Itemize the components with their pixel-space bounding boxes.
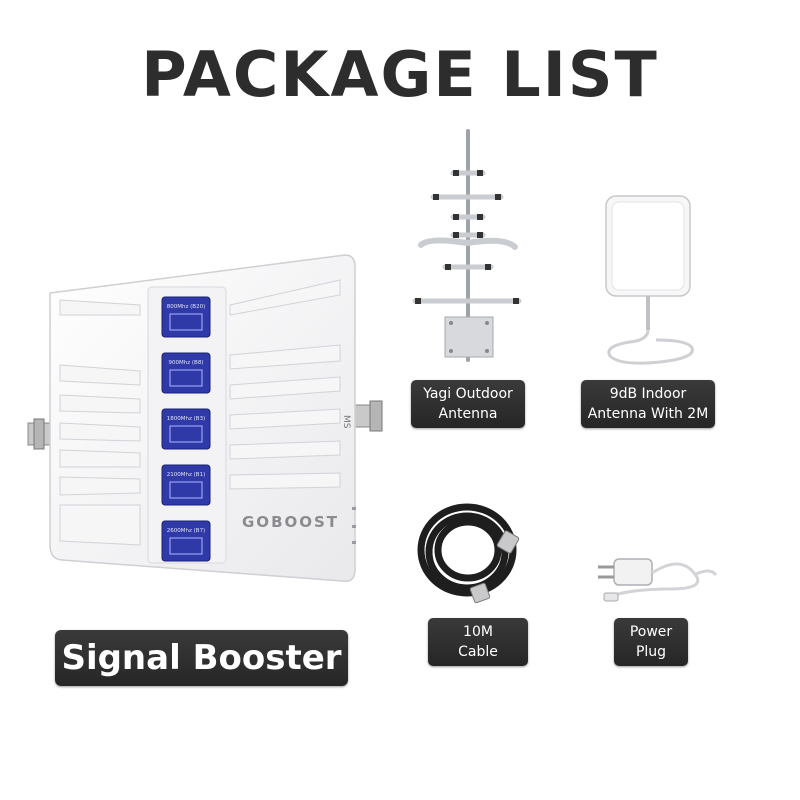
power-label-line1: Power	[629, 624, 673, 640]
side-port-label: MS	[341, 415, 351, 429]
band-panel-1: 800Mhz (B20)	[161, 296, 211, 338]
yagi-antenna-label: Yagi Outdoor Antenna	[411, 380, 525, 428]
power-plug-label: Power Plug	[614, 618, 688, 666]
band-label: 1800Mhz (B3)	[167, 416, 205, 422]
band-panel-3: 1800Mhz (B3)	[161, 408, 211, 450]
band-panel-4: 2100Mhz (B1)	[161, 464, 211, 506]
yagi-antenna-image	[412, 129, 522, 362]
page-title: PACKAGE LIST	[141, 38, 659, 111]
band-label: 2100Mhz (B1)	[167, 472, 205, 478]
signal-booster-label-text: Signal Booster	[61, 638, 342, 678]
band-panel-5: 2600Mhz (B7)	[161, 520, 211, 562]
indoor-antenna-image	[605, 195, 694, 365]
cable-label: 10M Cable	[428, 618, 528, 666]
cable-label-line1: 10M	[463, 624, 493, 640]
band-label: 800Mhz (B20)	[167, 304, 205, 310]
signal-booster-image: 800Mhz (B20) 900Mhz (B8) 1800Mhz (B3) 2100M…	[27, 254, 383, 583]
power-plug-image	[598, 558, 718, 602]
right-connector-icon	[351, 400, 383, 432]
power-label-line2: Plug	[635, 644, 667, 660]
band-label: 900Mhz (B8)	[169, 360, 204, 366]
indoor-label-line1: 9dB Indoor	[609, 386, 687, 402]
cable-label-line2: Cable	[458, 644, 498, 660]
yagi-label-line1: Yagi Outdoor	[423, 386, 513, 402]
band-panel-2: 900Mhz (B8)	[161, 352, 211, 394]
coax-cable-image	[417, 503, 520, 604]
band-label: 2600Mhz (B7)	[167, 528, 205, 534]
indoor-antenna-label: 9dB Indoor Antenna With 2M	[581, 380, 715, 428]
indoor-label-line2: Antenna With 2M	[587, 406, 709, 422]
signal-booster-label: Signal Booster	[55, 630, 348, 686]
yagi-label-line2: Antenna	[438, 406, 498, 422]
brand-logo: GOBOOST	[242, 513, 339, 531]
left-connector-icon	[27, 418, 51, 450]
